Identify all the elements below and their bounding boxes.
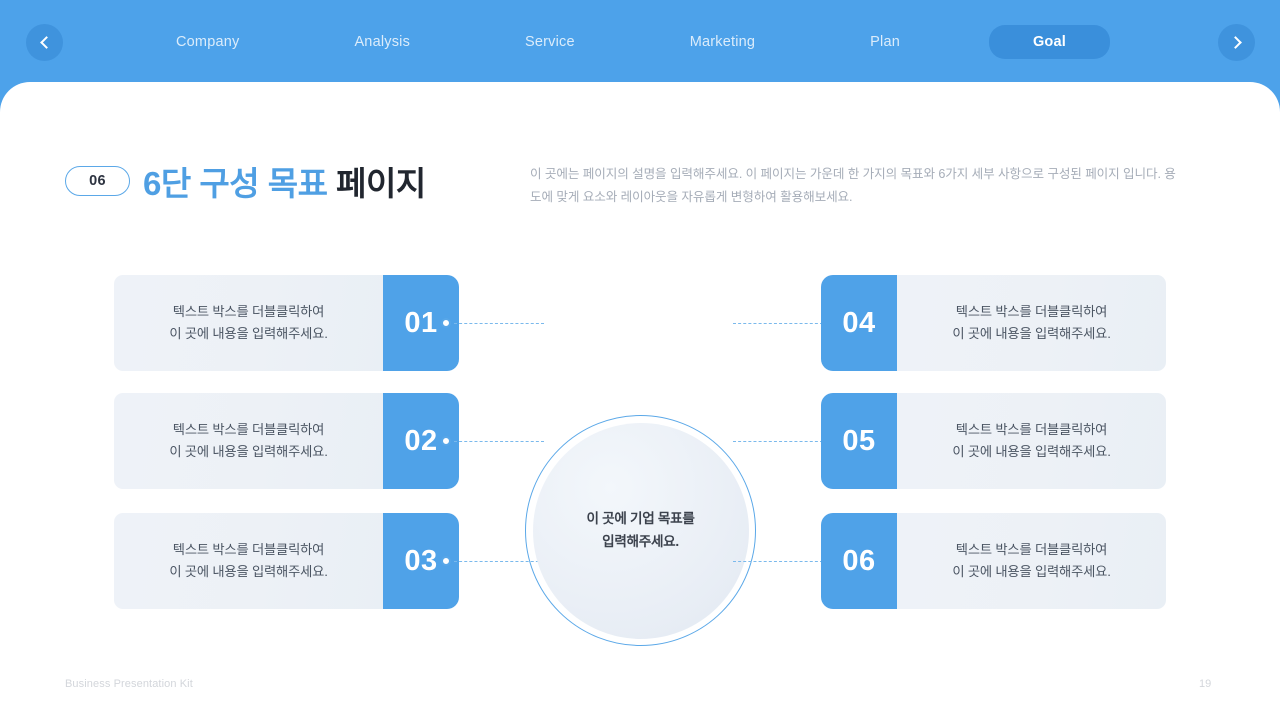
nav-item-goal[interactable]: Goal xyxy=(988,25,1110,59)
center-goal-line1: 이 곳에 기업 목표를 xyxy=(586,511,695,527)
connector-03 xyxy=(441,556,544,566)
card-text-line1-04: 텍스트 박스를 더블클릭하여 xyxy=(955,304,1108,320)
connector-dashed-line-04 xyxy=(733,322,823,324)
footer-brand-text: Business Presentation Kit xyxy=(65,678,193,690)
connector-02 xyxy=(441,436,544,446)
card-text-line2-03: 이 곳에 내용을 입력해주세요. xyxy=(169,564,328,579)
card-number-02: 02 xyxy=(383,393,459,489)
diagram-card-01[interactable]: 텍스트 박스를 더블클릭하여 이 곳에 내용을 입력해주세요. 01 xyxy=(114,275,459,371)
card-number-05: 05 xyxy=(821,393,897,489)
next-slide-button[interactable] xyxy=(1218,24,1255,61)
nav-item-marketing[interactable]: Marketing xyxy=(689,34,756,50)
connector-dashed-line-01 xyxy=(454,322,544,324)
card-text-line2-01: 이 곳에 내용을 입력해주세요. xyxy=(169,326,328,341)
card-text-panel-06: 텍스트 박스를 더블클릭하여 이 곳에 내용을 입력해주세요. xyxy=(897,513,1166,609)
previous-slide-button[interactable] xyxy=(26,24,63,61)
connector-dot-icon-01 xyxy=(441,318,451,328)
page-title-rest: 페이지 xyxy=(336,165,426,202)
chevron-right-icon xyxy=(1228,36,1242,49)
card-text-panel-01: 텍스트 박스를 더블클릭하여 이 곳에 내용을 입력해주세요. xyxy=(114,275,383,371)
diagram-card-02[interactable]: 텍스트 박스를 더블클릭하여 이 곳에 내용을 입력해주세요. 02 xyxy=(114,393,459,489)
card-text-line1-02: 텍스트 박스를 더블클릭하여 xyxy=(172,422,325,438)
card-number-06: 06 xyxy=(821,513,897,609)
nav-item-analysis[interactable]: Analysis xyxy=(354,34,411,50)
diagram-card-04[interactable]: 04 텍스트 박스를 더블클릭하여 이 곳에 내용을 입력해주세요. xyxy=(821,275,1166,371)
top-navigation-bar: Company Analysis Service Marketing Plan … xyxy=(0,0,1280,90)
six-step-goal-diagram: 텍스트 박스를 더블클릭하여 이 곳에 내용을 입력해주세요. 01 텍스트 박… xyxy=(0,82,1280,720)
nav-item-service[interactable]: Service xyxy=(525,34,575,50)
card-text-line2-06: 이 곳에 내용을 입력해주세요. xyxy=(952,564,1111,579)
center-goal-line2: 입력해주세요. xyxy=(602,533,679,549)
connector-01 xyxy=(441,318,544,328)
chevron-left-icon xyxy=(39,36,53,49)
card-text-panel-05: 텍스트 박스를 더블클릭하여 이 곳에 내용을 입력해주세요. xyxy=(897,393,1166,489)
center-goal-inner: 이 곳에 기업 목표를 입력해주세요. xyxy=(532,422,749,639)
connector-dot-icon-02 xyxy=(441,436,451,446)
card-text-line1-06: 텍스트 박스를 더블클릭하여 xyxy=(955,542,1108,558)
nav-item-plan[interactable]: Plan xyxy=(870,34,900,50)
page-title: 6단 구성 목표 페이지 xyxy=(143,157,426,205)
connector-dashed-line-03 xyxy=(454,560,544,562)
card-text-panel-02: 텍스트 박스를 더블클릭하여 이 곳에 내용을 입력해주세요. xyxy=(114,393,383,489)
page-description: 이 곳에는 페이지의 설명을 입력해주세요. 이 페이지는 가운데 한 가지의 … xyxy=(530,167,1176,205)
card-text-line2-04: 이 곳에 내용을 입력해주세요. xyxy=(952,326,1111,341)
navigation-menu: Company Analysis Service Marketing Plan … xyxy=(150,0,1110,84)
card-number-04: 04 xyxy=(821,275,897,371)
card-text-panel-04: 텍스트 박스를 더블클릭하여 이 곳에 내용을 입력해주세요. xyxy=(897,275,1166,371)
diagram-card-05[interactable]: 05 텍스트 박스를 더블클릭하여 이 곳에 내용을 입력해주세요. xyxy=(821,393,1166,489)
card-text-line1-01: 텍스트 박스를 더블클릭하여 xyxy=(172,304,325,320)
connector-dashed-line-02 xyxy=(454,440,544,442)
diagram-card-03[interactable]: 텍스트 박스를 더블클릭하여 이 곳에 내용을 입력해주세요. 03 xyxy=(114,513,459,609)
slide-content-panel: 06 6단 구성 목표 페이지 이 곳에는 페이지의 설명을 입력해주세요. 이… xyxy=(0,82,1280,720)
card-text-line1-03: 텍스트 박스를 더블클릭하여 xyxy=(172,542,325,558)
card-text-line1-05: 텍스트 박스를 더블클릭하여 xyxy=(955,422,1108,438)
connector-dot-icon-03 xyxy=(441,556,451,566)
connector-dashed-line-06 xyxy=(733,560,823,562)
card-text-line2-02: 이 곳에 내용을 입력해주세요. xyxy=(169,444,328,459)
center-goal-circle[interactable]: 이 곳에 기업 목표를 입력해주세요. xyxy=(525,415,756,646)
page-title-highlight: 6단 구성 목표 xyxy=(143,165,337,202)
section-number-badge: 06 xyxy=(65,166,130,196)
nav-item-company[interactable]: Company xyxy=(176,34,240,50)
footer-page-number: 19 xyxy=(1199,678,1212,690)
connector-dashed-line-05 xyxy=(733,440,823,442)
card-text-line2-05: 이 곳에 내용을 입력해주세요. xyxy=(952,444,1111,459)
diagram-card-06[interactable]: 06 텍스트 박스를 더블클릭하여 이 곳에 내용을 입력해주세요. xyxy=(821,513,1166,609)
card-text-panel-03: 텍스트 박스를 더블클릭하여 이 곳에 내용을 입력해주세요. xyxy=(114,513,383,609)
